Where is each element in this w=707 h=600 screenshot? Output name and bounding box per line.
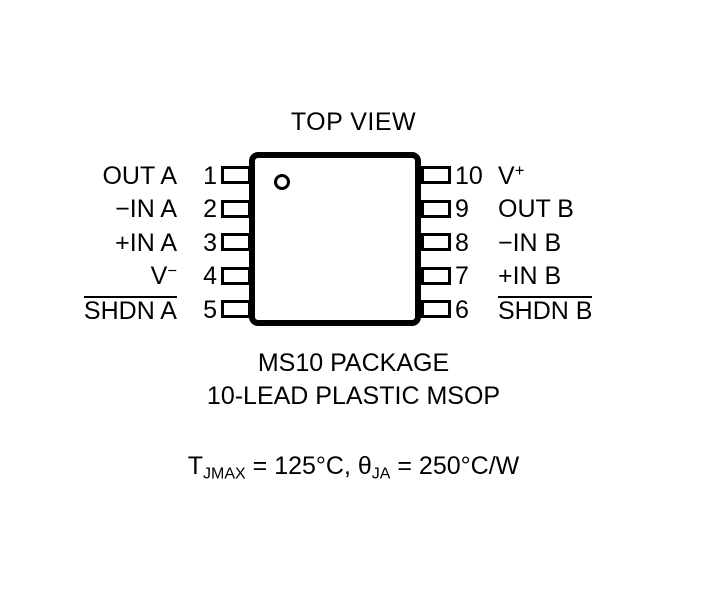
pin-lead-2 — [221, 199, 251, 218]
pin-label-name: OUT B — [498, 195, 574, 223]
pin-label-name: V+ — [498, 161, 525, 190]
theta-symbol: θ — [357, 452, 372, 480]
pin-lead-6 — [421, 300, 451, 318]
pin-row-1: OUT A 1 — [0, 161, 217, 191]
pin-label-name: OUT A — [102, 161, 177, 190]
pin-row-5: SHDN A 5 — [0, 295, 217, 325]
pin-row-6: 6 SHDN B — [455, 295, 705, 325]
pin-label-name: −IN A — [115, 195, 177, 223]
pin-label-name: −IN B — [498, 228, 562, 257]
theta-subscript: JA — [371, 465, 391, 483]
tjmax-symbol: T — [187, 452, 204, 480]
pin-row-3: +IN A 3 — [0, 228, 217, 258]
pin-row-10: 10 V+ — [455, 161, 705, 191]
pin-lead-1 — [221, 166, 251, 184]
pin-lead-4 — [221, 266, 251, 285]
pin-label-name: +IN A — [115, 228, 177, 257]
pin1-indicator-dot-icon — [274, 174, 290, 190]
pin-number-8: 8 — [455, 228, 469, 257]
package-body-outline — [249, 152, 421, 326]
pin-number-1: 1 — [203, 161, 217, 190]
pin-number-4: 4 — [203, 262, 217, 290]
pin-number-10: 10 — [455, 161, 483, 190]
pin-number-2: 2 — [203, 195, 217, 223]
pin-number-5: 5 — [203, 295, 217, 324]
pin-label-name: SHDN A — [83, 295, 177, 325]
pin-label-name: V− — [150, 262, 177, 290]
thermal-specification: TJMAX = 125°C, θJA = 250°C/W — [0, 452, 707, 483]
package-description-caption: 10-LEAD PLASTIC MSOP — [206, 382, 501, 410]
pin-number-9: 9 — [455, 195, 469, 223]
pin-row-8: 8 −IN B — [455, 228, 705, 258]
pin-label-name: SHDN B — [498, 295, 593, 325]
pin-row-4: V− 4 — [0, 262, 217, 292]
pin-lead-3 — [221, 233, 251, 251]
tjmax-subscript: JMAX — [203, 465, 246, 483]
pin-row-2: −IN A 2 — [0, 195, 217, 225]
pin-lead-9 — [421, 199, 451, 218]
pin-row-7: 7 +IN B — [455, 262, 705, 292]
pin-number-6: 6 — [455, 295, 469, 324]
pin-lead-5 — [221, 300, 251, 318]
pin-number-3: 3 — [203, 228, 217, 257]
pin-lead-8 — [421, 233, 451, 251]
theta-value: = 250°C/W — [390, 452, 520, 480]
pin-row-9: 9 OUT B — [455, 195, 705, 225]
pin-lead-7 — [421, 266, 451, 285]
package-name-caption: MS10 PACKAGE — [257, 349, 450, 377]
pin-label-name: +IN B — [498, 262, 562, 290]
diagram-title: TOP VIEW — [290, 108, 417, 136]
pin-number-7: 7 — [455, 262, 469, 290]
pin-label-sign: − — [167, 262, 177, 281]
tjmax-value: = 125°C, — [245, 452, 358, 480]
pin-label-sign: + — [514, 161, 525, 180]
pin-lead-10 — [421, 166, 451, 184]
